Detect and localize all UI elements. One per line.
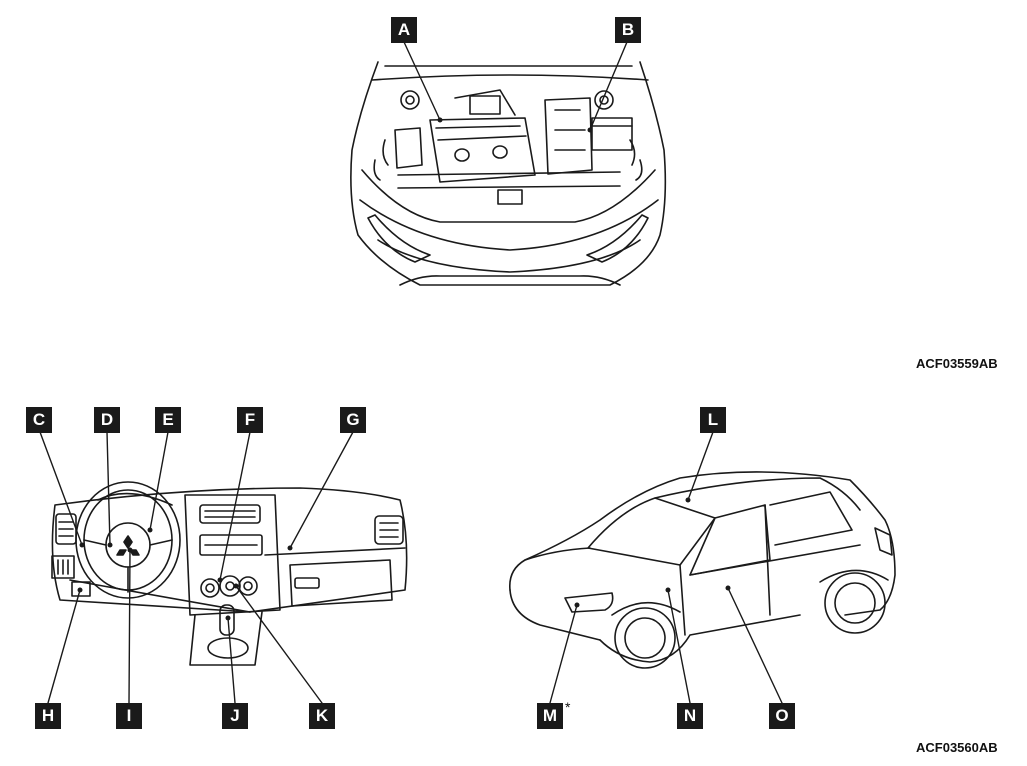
engine-bay-drawing xyxy=(350,61,667,286)
callout-k: K xyxy=(309,703,335,729)
leader-lines xyxy=(39,41,783,704)
footnote-asterisk: * xyxy=(565,699,571,715)
callout-g: G xyxy=(340,407,366,433)
callout-i: I xyxy=(116,703,142,729)
callout-a: A xyxy=(391,17,417,43)
figure-id-engine: ACF03559AB xyxy=(916,356,998,371)
callout-n: N xyxy=(677,703,703,729)
callout-l: L xyxy=(700,407,726,433)
callout-m: M xyxy=(537,703,563,729)
callout-o: O xyxy=(769,703,795,729)
callout-h: H xyxy=(35,703,61,729)
leader-dots xyxy=(77,117,731,621)
figure-id-interior-exterior: ACF03560AB xyxy=(916,740,998,755)
callout-f: F xyxy=(237,407,263,433)
callout-d: D xyxy=(94,407,120,433)
callout-e: E xyxy=(155,407,181,433)
callout-b: B xyxy=(615,17,641,43)
dashboard-drawing xyxy=(51,481,408,666)
car-exterior-drawing xyxy=(508,471,896,669)
callout-j: J xyxy=(222,703,248,729)
callout-c: C xyxy=(26,407,52,433)
